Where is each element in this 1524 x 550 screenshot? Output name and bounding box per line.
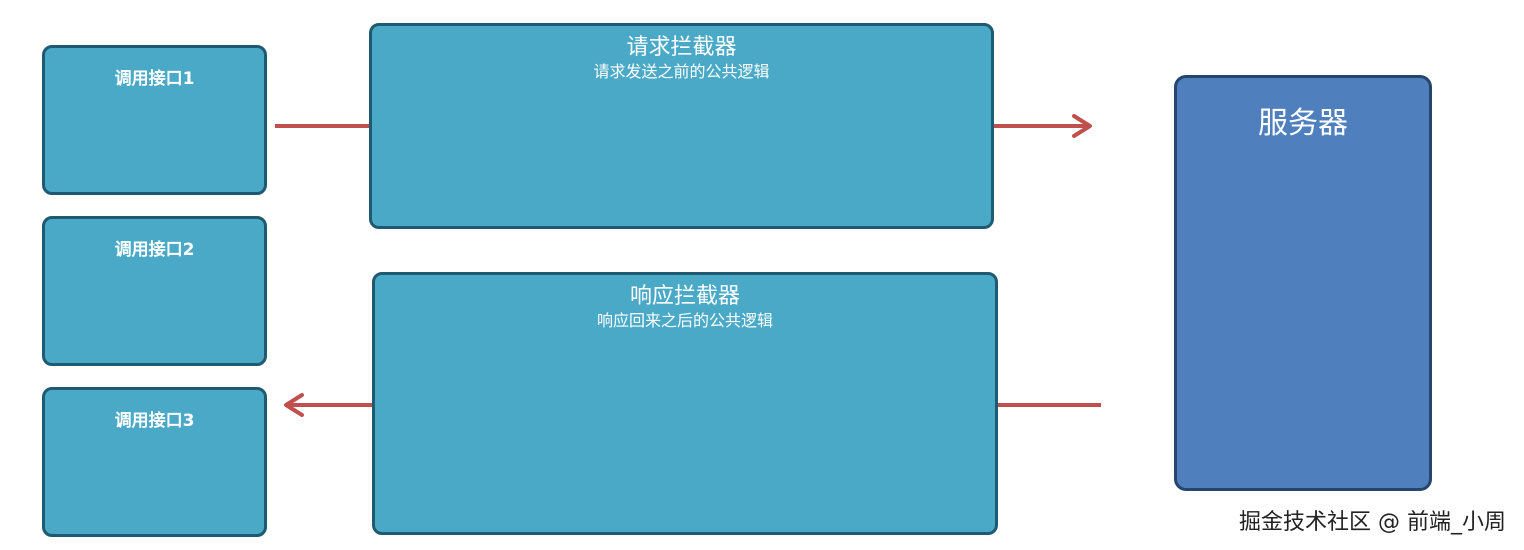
response-interceptor-subtitle: 响应回来之后的公共逻辑 (596, 311, 773, 330)
api-label: 调用接口1 (114, 69, 195, 89)
api-label: 调用接口2 (114, 240, 195, 260)
request-interceptor-subtitle: 请求发送之前的公共逻辑 (593, 62, 770, 81)
api-box-1: 调用接口1 (42, 45, 267, 195)
api-box-2: 调用接口2 (42, 216, 267, 366)
watermark-text: 掘金技术社区 @ 前端_小周 (1239, 510, 1506, 535)
request-interceptor-box: 请求拦截器 请求发送之前的公共逻辑 (369, 23, 994, 229)
response-interceptor-title: 响应拦截器 (629, 284, 740, 309)
api-box-3: 调用接口3 (42, 387, 267, 537)
request-interceptor-title: 请求拦截器 (626, 35, 737, 60)
server-box: 服务器 (1174, 75, 1432, 491)
response-arrowhead (284, 393, 304, 417)
api-label: 调用接口3 (114, 411, 195, 431)
request-arrowhead (1072, 114, 1092, 138)
response-interceptor-box: 响应拦截器 响应回来之后的公共逻辑 (372, 272, 998, 535)
server-title: 服务器 (1258, 106, 1348, 141)
